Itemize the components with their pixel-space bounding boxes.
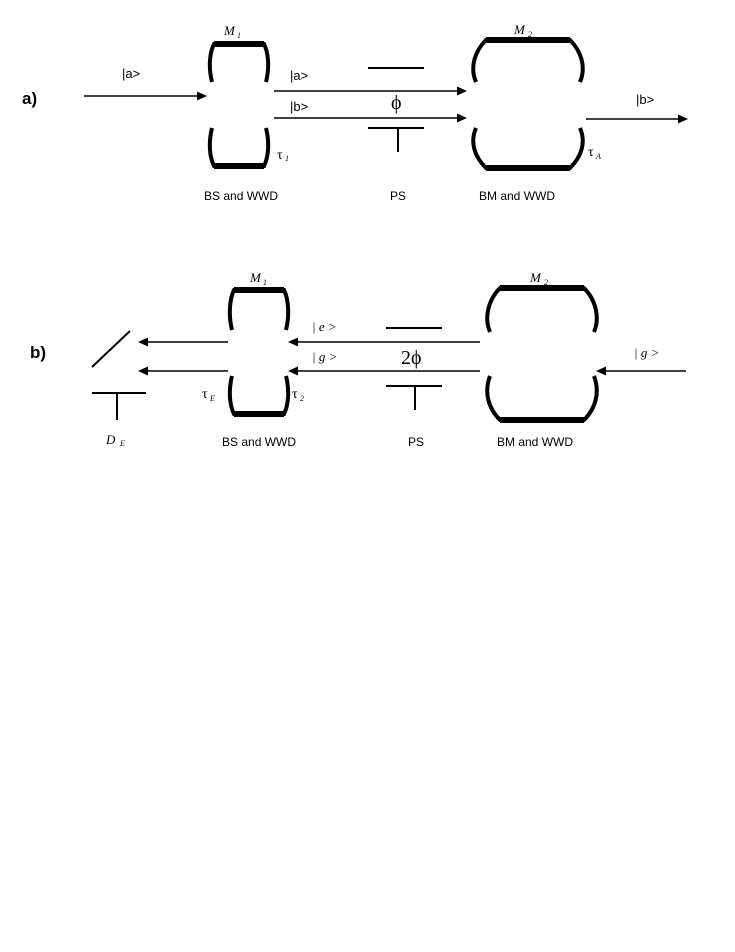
m2-label: M bbox=[513, 22, 526, 37]
m1-subscript: 1 bbox=[237, 31, 241, 40]
tauA-label: τ bbox=[588, 145, 594, 160]
m2-subscript-b: 2 bbox=[544, 278, 548, 287]
mirror-m2 bbox=[471, 37, 585, 171]
m1-subscript-b: 1 bbox=[263, 278, 267, 287]
m2-label-b: M bbox=[529, 270, 542, 285]
caption-bs-wwd-b: BS and WWD bbox=[222, 435, 296, 449]
detector-label: D bbox=[105, 432, 116, 447]
tauE-subscript: E bbox=[209, 394, 215, 403]
input-state-label: |a> bbox=[122, 66, 140, 81]
caption-bm-wwd: BM and WWD bbox=[479, 189, 555, 203]
tauE-label: τ bbox=[202, 387, 208, 402]
upper-beam-arrowhead bbox=[457, 86, 467, 96]
mirror-m2-b bbox=[485, 285, 599, 423]
mirror-m1-b bbox=[227, 287, 291, 417]
output-state-label: |b> bbox=[636, 92, 654, 107]
tauA-subscript: A bbox=[595, 152, 601, 161]
phase-label-b: 2ϕ bbox=[401, 347, 422, 369]
caption-ps-b: PS bbox=[408, 435, 424, 449]
m1-label-b: M bbox=[249, 270, 262, 285]
lower-beam-arrowhead bbox=[457, 113, 467, 123]
tau2-label: τ bbox=[292, 387, 298, 402]
input-state-label-b: | g > bbox=[634, 345, 659, 360]
m2-subscript: 2 bbox=[528, 30, 532, 39]
m1-label: M bbox=[223, 23, 236, 38]
panel-a-tag: a) bbox=[22, 89, 37, 108]
tau2-subscript: 2 bbox=[300, 394, 304, 403]
panel-b-tag: b) bbox=[30, 343, 46, 362]
input-ray-b-arrowhead bbox=[596, 366, 606, 376]
upper-beam-label-b: | e > bbox=[312, 319, 337, 334]
output-ray-arrowhead bbox=[678, 114, 688, 124]
upper-beam-label: |a> bbox=[290, 68, 308, 83]
phase-shifter bbox=[368, 67, 424, 152]
tau1-subscript: 1 bbox=[285, 154, 289, 163]
caption-bs-wwd: BS and WWD bbox=[204, 189, 278, 203]
caption-bm-wwd-b: BM and WWD bbox=[497, 435, 573, 449]
lower-beam-label: |b> bbox=[290, 99, 308, 114]
input-ray-arrowhead bbox=[197, 91, 207, 101]
lower-beam-label-b: | g > bbox=[312, 349, 337, 364]
detector-subscript: E bbox=[119, 439, 125, 448]
detector bbox=[91, 330, 146, 420]
phase-label: ϕ bbox=[391, 92, 402, 114]
panel-b: b) D E M 1 τ E τ 2 | e > bbox=[30, 270, 686, 449]
panel-a: a) |a> M 1 τ 1 |a> |b> ϕ bbox=[22, 22, 688, 203]
mirror-m1 bbox=[207, 41, 271, 169]
caption-ps: PS bbox=[390, 189, 406, 203]
tau1-label: τ bbox=[277, 148, 283, 163]
phase-shifter-b bbox=[386, 327, 442, 410]
exit-ray-upper-arrowhead bbox=[138, 337, 148, 347]
exit-ray-lower-arrowhead bbox=[138, 366, 148, 376]
lower-beam-arrowhead-b bbox=[288, 366, 298, 376]
upper-beam-arrowhead-b bbox=[288, 337, 298, 347]
